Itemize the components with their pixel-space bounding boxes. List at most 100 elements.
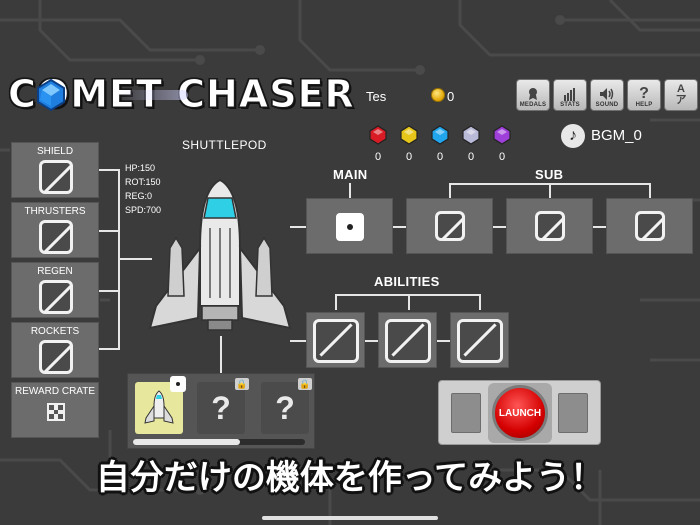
sub-weapon-slot-2[interactable] (506, 198, 593, 254)
connector-line (118, 258, 152, 260)
blue-gem-icon (37, 78, 65, 112)
connector-line (408, 294, 410, 310)
gem-icon (400, 125, 418, 145)
ship-card-locked-2[interactable]: ? (261, 382, 309, 434)
gem-count: 0 (405, 151, 413, 163)
hangar-scrollbar-thumb[interactable] (133, 439, 240, 445)
regen-slot-label: REGEN (37, 266, 73, 277)
empty-slot-icon (39, 160, 73, 194)
unknown-ship-glyph: ? (275, 390, 295, 426)
stats-label: STATS (560, 102, 580, 108)
language-glyph-bottom: ア (675, 94, 687, 106)
connector-line (99, 348, 119, 350)
empty-slot-icon (535, 211, 565, 241)
coin-count: 0 (447, 89, 455, 104)
stats-icon (564, 88, 575, 101)
ship-hangar: ? 🔒 ? 🔒 (127, 373, 315, 449)
gem-icon (369, 125, 387, 145)
ship-stats: HP:150 ROT:150 REG:0 SPD:700 (125, 161, 161, 217)
sub-weapon-slot-3[interactable] (606, 198, 693, 254)
regen-slot[interactable]: REGEN (11, 262, 99, 318)
help-button[interactable]: ? HELP (627, 79, 661, 111)
rockets-slot[interactable]: ROCKETS (11, 322, 99, 378)
main-section-label: MAIN (333, 167, 368, 182)
abilities-section-label: ABILITIES (374, 274, 440, 289)
selected-die-badge (170, 376, 186, 392)
thrusters-slot[interactable]: THRUSTERS (11, 202, 99, 258)
empty-slot-icon (457, 319, 503, 363)
hangar-scrollbar[interactable] (133, 439, 305, 445)
help-icon: ? (639, 85, 649, 102)
launch-side-panel-left (451, 393, 481, 433)
medals-label: MEDALS (519, 102, 547, 108)
ship-card-shuttlepod[interactable] (135, 382, 183, 434)
empty-slot-icon (435, 211, 465, 241)
stat-spd: SPD:700 (125, 205, 162, 215)
launch-label: LAUNCH (498, 407, 542, 419)
home-indicator[interactable] (262, 516, 438, 520)
sound-label: SOUND (595, 102, 619, 108)
connector-line (99, 290, 119, 292)
gem-icon (431, 125, 449, 145)
gem-count: 0 (436, 151, 444, 163)
main-weapon-slot[interactable] (306, 198, 393, 254)
comet-tail (118, 90, 188, 100)
launch-panel: LAUNCH (438, 380, 601, 445)
rockets-slot-label: ROCKETS (30, 326, 80, 337)
connector-line (335, 294, 337, 310)
medals-button[interactable]: MEDALS (516, 79, 550, 111)
lock-icon: 🔒 (235, 378, 249, 390)
empty-slot-icon (39, 220, 73, 254)
ability-slot-2[interactable] (378, 312, 437, 368)
lock-icon: 🔒 (298, 378, 312, 390)
connector-line (437, 340, 451, 342)
stats-button[interactable]: STATS (553, 79, 587, 111)
ability-slot-1[interactable] (306, 312, 365, 368)
promo-caption: 自分だけの機体を作ってみよう！ (95, 458, 605, 498)
ship-card-locked-1[interactable]: ? (197, 382, 245, 434)
stat-reg: REG:0 (125, 191, 153, 201)
launch-button[interactable]: LAUNCH (492, 385, 548, 441)
gem-count: 0 (374, 151, 382, 163)
gem-icon (462, 125, 480, 145)
help-label: HELP (635, 102, 653, 108)
connector-line (99, 169, 119, 171)
gem-count: 0 (498, 151, 506, 163)
connector-line (449, 183, 451, 199)
sub-section-label: SUB (535, 167, 564, 182)
shield-slot-label: SHIELD (36, 146, 74, 157)
player-name: Tes (366, 89, 387, 104)
bgm-label[interactable]: BGM_0 (591, 127, 642, 144)
empty-slot-icon (39, 280, 73, 314)
connector-line (290, 340, 306, 342)
shuttlepod-ship (148, 178, 292, 331)
stat-rot: ROT:150 (125, 177, 161, 187)
connector-line (99, 230, 119, 232)
game-logo: COMET CHASER (8, 72, 355, 118)
shuttlepod-thumb-icon (144, 390, 174, 424)
ability-slot-3[interactable] (450, 312, 509, 368)
language-glyph-top: A (677, 83, 685, 95)
connector-line (365, 340, 379, 342)
connector-line (493, 226, 507, 228)
stat-hp: HP:150 (125, 163, 156, 173)
music-note-icon[interactable]: ♪ (561, 124, 585, 148)
empty-slot-icon (635, 211, 665, 241)
empty-slot-icon (313, 319, 359, 363)
connector-line (479, 294, 481, 310)
gem-icon (493, 125, 511, 145)
sound-icon (600, 88, 614, 100)
crate-icon (47, 403, 65, 421)
reward-crate-slot[interactable]: REWARD CRATE (11, 382, 99, 438)
connector-line (290, 226, 306, 228)
connector-line (593, 226, 607, 228)
sub-weapon-slot-1[interactable] (406, 198, 493, 254)
medal-icon (529, 88, 537, 100)
sound-button[interactable]: SOUND (590, 79, 624, 111)
shield-slot[interactable]: SHIELD (11, 142, 99, 198)
coin-icon (431, 88, 445, 102)
empty-slot-icon (39, 340, 73, 374)
ship-name: SHUTTLEPOD (182, 138, 267, 152)
language-icon: A ア (676, 84, 687, 106)
language-button[interactable]: A ア (664, 79, 698, 111)
